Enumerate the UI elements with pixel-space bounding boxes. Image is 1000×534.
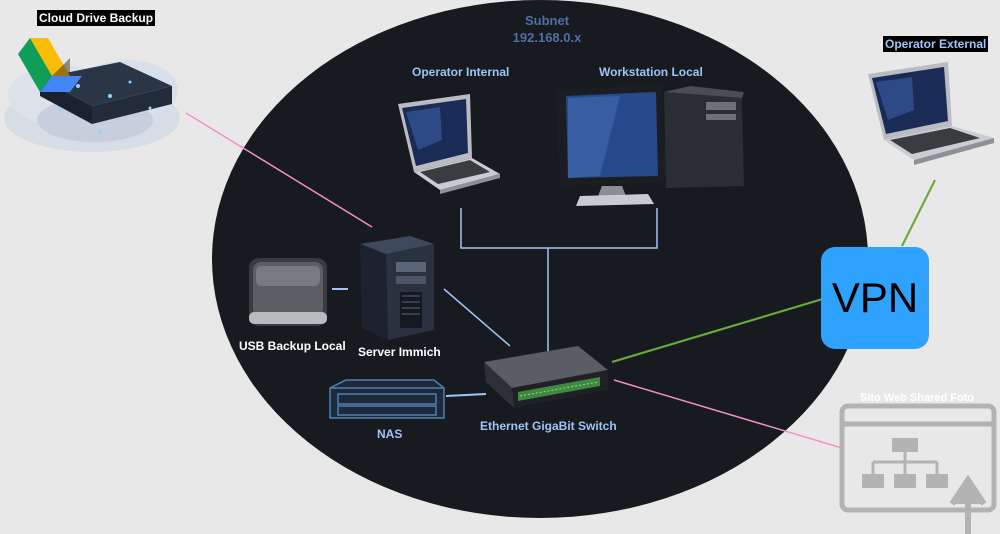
label-usb-backup-local: USB Backup Local: [239, 339, 346, 353]
vpn-box: VPN: [821, 247, 929, 349]
label-operator-external: Operator External: [883, 36, 989, 52]
cloud-drive-icon: [4, 38, 180, 152]
link-switch-website: [613, 379, 843, 449]
workstation-icon: [556, 84, 744, 206]
server-tower-icon: [360, 236, 434, 340]
link-vpn-external: [901, 179, 936, 247]
label-workstation-local: Workstation Local: [599, 65, 703, 79]
laptop-external-icon: [868, 62, 994, 165]
switch-icon: [484, 346, 608, 408]
link-server-switch: [443, 288, 511, 347]
link-nas-switch: [445, 393, 487, 397]
label-operator-internal: Operator Internal: [412, 65, 510, 79]
link-clients-bus: [460, 208, 658, 352]
label-nas: NAS: [377, 427, 403, 441]
usb-drive-icon: [249, 258, 327, 326]
nas-icon: [329, 379, 445, 419]
laptop-internal-icon: [398, 94, 500, 194]
label-server-immich: Server Immich: [358, 345, 441, 359]
website-icon: [839, 403, 997, 534]
subnet-title: Subnet: [524, 13, 570, 28]
link-cloud-server: [185, 112, 373, 228]
label-website-shared-photo: Sito Web Shared Foto: [860, 392, 975, 404]
link-switch-vpn: [611, 296, 827, 364]
subnet-address: 192.168.0.x: [512, 30, 582, 45]
label-ethernet-switch: Ethernet GigaBit Switch: [480, 419, 617, 433]
label-cloud-drive-backup: Cloud Drive Backup: [37, 10, 156, 26]
